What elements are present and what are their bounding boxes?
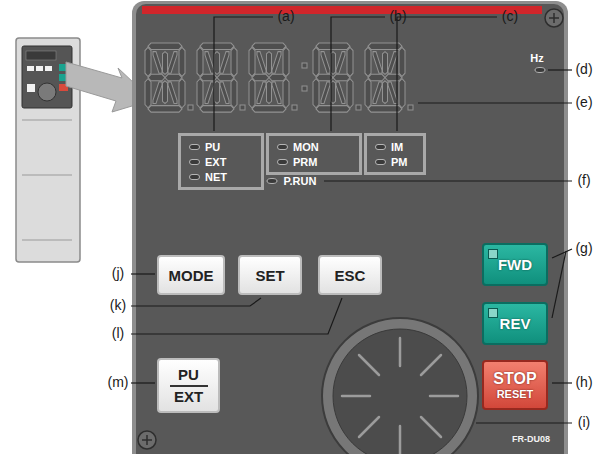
red-strip	[142, 6, 542, 14]
indicator-row: PU	[189, 139, 253, 154]
screw	[138, 431, 156, 449]
callout-letter: (i)	[578, 415, 590, 430]
mode-key: MODE	[157, 255, 225, 295]
stop-reset-key: STOPRESET	[482, 360, 548, 410]
indicator-group: MON PRM	[266, 133, 362, 175]
esc-key: ESC	[318, 255, 382, 295]
indicator-label: IM	[391, 141, 403, 153]
led	[375, 159, 386, 165]
indicator-label: NET	[205, 171, 227, 183]
leader-lines	[131, 17, 572, 423]
indicator-label: PRM	[293, 156, 317, 168]
indicator-label: PU	[205, 141, 220, 153]
callout-letter: (h)	[575, 375, 592, 390]
key-label: REV	[500, 315, 531, 332]
led	[277, 159, 288, 165]
key-label: FWD	[498, 256, 532, 273]
callout-letter: (b)	[389, 9, 406, 24]
indicator-row: IM	[375, 139, 415, 154]
pu-ext-key: PUEXT	[157, 358, 220, 413]
indicator-row: PM	[375, 154, 415, 169]
panel-face	[136, 4, 564, 454]
set-key: SET	[238, 255, 302, 295]
key-label: SET	[255, 267, 284, 284]
indicator-row: MON	[277, 139, 351, 154]
key-label: EXT	[170, 387, 208, 407]
callout-letter: (a)	[277, 9, 294, 24]
led	[189, 174, 200, 180]
led	[189, 159, 200, 165]
model-name: FR-DU08	[512, 435, 550, 445]
screw	[545, 9, 563, 27]
key-label: MODE	[169, 267, 214, 284]
indicator-label: MON	[293, 141, 319, 153]
led	[267, 179, 277, 184]
callout-letter: (c)	[502, 9, 518, 24]
callout-letter: (l)	[112, 326, 124, 341]
key-label: STOP	[493, 370, 536, 388]
callout-letter: (m)	[108, 375, 129, 390]
indicator-row: NET	[189, 169, 253, 184]
indicator-label: PM	[391, 156, 408, 168]
key-label: ESC	[335, 267, 366, 284]
callout-letter: (f)	[577, 173, 590, 188]
callout-letter: (e)	[575, 95, 592, 110]
indicator-label: EXT	[205, 156, 226, 168]
key-led	[488, 308, 498, 318]
indicator-row: EXT	[189, 154, 253, 169]
led	[375, 144, 386, 150]
setting-dial	[322, 318, 478, 454]
key-label: PU	[170, 365, 208, 387]
led	[535, 68, 545, 73]
segment-display	[145, 43, 413, 112]
key-led	[488, 249, 498, 259]
forward-key: FWD	[482, 243, 548, 286]
callout-letter: (d)	[575, 62, 592, 77]
callout-letter: (g)	[575, 241, 592, 256]
key-label: RESET	[497, 388, 534, 400]
callout-letter: (k)	[110, 298, 126, 313]
led	[277, 144, 288, 150]
callout-letter: (j)	[112, 266, 124, 281]
indicator-label: Hz	[530, 52, 543, 64]
led	[189, 144, 200, 150]
indicator-group: IM PM	[364, 133, 426, 175]
indicator-group: PU EXT NET	[178, 133, 264, 190]
indicator-row: PRM	[277, 154, 351, 169]
reverse-key: REV	[482, 302, 548, 345]
indicator-label: P.RUN	[284, 175, 317, 187]
